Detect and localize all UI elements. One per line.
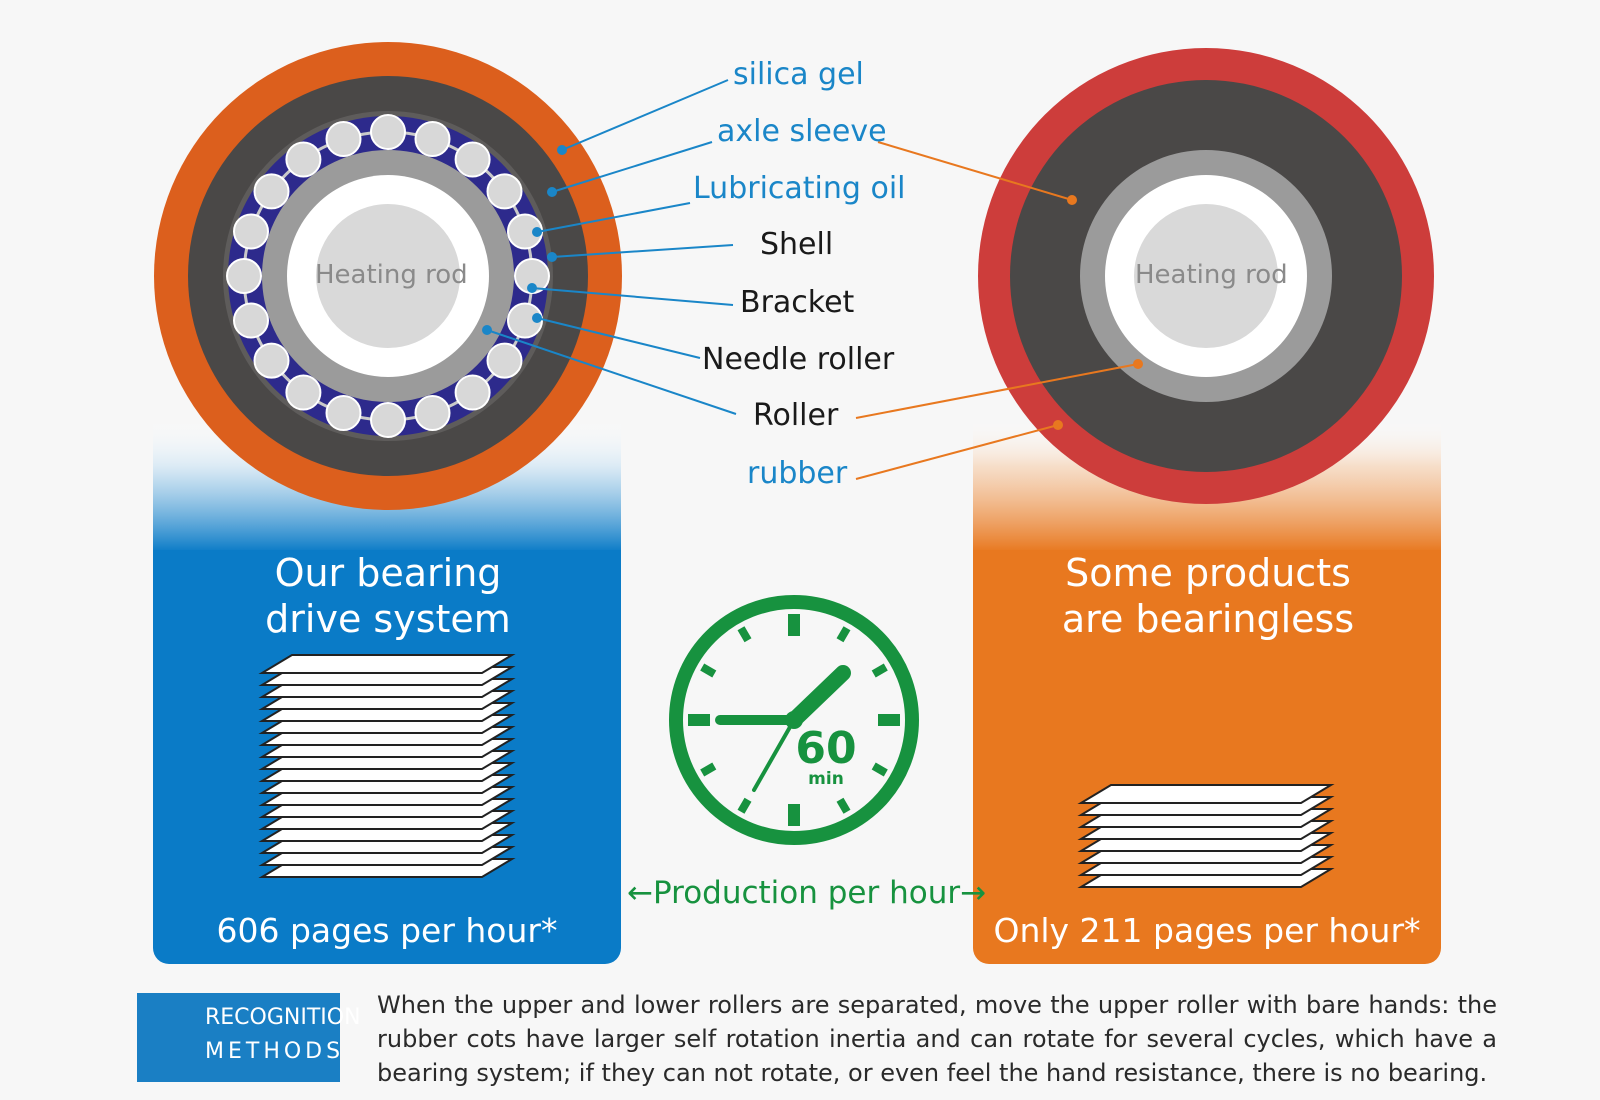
label-rubber: rubber	[747, 456, 848, 491]
needle-ball	[414, 395, 451, 431]
dot	[532, 313, 542, 323]
paper-sheet	[258, 654, 516, 674]
right-panel-output: Only 211 pages per hour*	[993, 911, 1421, 950]
leader-lines	[486, 79, 1139, 480]
clock-unit: min	[808, 769, 844, 789]
dot	[482, 325, 492, 335]
leader-lubricating-oil	[536, 202, 691, 233]
left-panel-topfill	[153, 550, 621, 570]
needle-ball	[454, 374, 491, 411]
paper-stack-211	[1077, 784, 1335, 888]
leader-dots	[482, 145, 1143, 430]
label-lubricating-oil: Lubricating oil	[693, 171, 906, 206]
heating-rod-label-right: Heating rod	[1135, 260, 1288, 290]
needle-ball	[325, 395, 362, 431]
clock-tick	[871, 762, 888, 777]
clock-tick	[737, 626, 752, 643]
needle-ball	[285, 374, 322, 411]
paper-sheet	[1077, 784, 1335, 804]
label-roller: Roller	[753, 398, 839, 433]
needle-ball	[370, 114, 406, 150]
clock-ticks	[688, 614, 900, 826]
paper-stack-606	[258, 654, 516, 878]
recognition-description: When the upper and lower rollers are sep…	[377, 991, 1497, 1087]
leader-shell	[551, 244, 734, 258]
needle-ball	[285, 141, 322, 178]
leader-roller-right	[855, 363, 1139, 419]
dot	[1067, 195, 1077, 205]
needle-ball	[325, 121, 362, 157]
right-panel-title: Some products are bearingless	[1061, 551, 1355, 641]
needle-ball	[486, 342, 523, 379]
badge-line-2: METHODS	[205, 1039, 345, 1064]
needle-ball	[233, 213, 269, 250]
leader-roller	[486, 329, 737, 415]
clock-tick	[836, 626, 851, 643]
dot	[532, 227, 542, 237]
label-silica-gel: silica gel	[733, 57, 864, 92]
leader-axle-sleeve-right	[877, 141, 1073, 201]
left-panel-output: 606 pages per hour*	[216, 911, 558, 950]
needle-ball	[233, 302, 269, 339]
leader-silica-gel	[561, 79, 729, 151]
label-needle-roller: Needle roller	[702, 342, 895, 377]
dot	[1133, 359, 1143, 369]
clock-hand-second	[752, 718, 796, 792]
heating-rod	[316, 204, 460, 348]
right-panel-topfill	[973, 550, 1441, 570]
label-bracket: Bracket	[740, 285, 855, 320]
heating-rod-label-left: Heating rod	[315, 260, 468, 290]
clock-center	[785, 711, 803, 729]
needle-ball	[253, 342, 290, 379]
needle-ball	[454, 141, 491, 178]
dot	[547, 187, 557, 197]
dot	[1053, 420, 1063, 430]
needle-ball	[507, 302, 543, 339]
label-axle-sleeve: axle sleeve	[717, 114, 887, 149]
clock-tick	[700, 762, 717, 777]
bearingless-roller	[978, 48, 1434, 504]
clock-hand-hour	[786, 665, 851, 728]
production-per-hour-label: ←Production per hour→	[627, 875, 987, 911]
dot	[547, 252, 557, 262]
needle-ball	[370, 402, 406, 438]
recognition-methods-badge: RECOGNITION METHODS	[137, 993, 361, 1082]
needle-ball	[226, 258, 262, 294]
badge-line-1: RECOGNITION	[205, 1005, 361, 1030]
needle-ball	[414, 121, 451, 157]
leader-rubber-right	[855, 424, 1059, 480]
needle-ball	[486, 173, 523, 210]
bearing-roller	[154, 42, 622, 510]
leader-bracket	[531, 287, 734, 306]
needle-ball	[253, 173, 290, 210]
leader-needle-roller	[536, 317, 701, 359]
clock-icon: 60 min	[669, 595, 919, 845]
clock-tick	[871, 663, 888, 678]
clock-tick	[737, 797, 752, 814]
clock-face	[669, 595, 919, 845]
needle-roller-balls	[226, 114, 550, 438]
label-shell: Shell	[760, 227, 834, 262]
dot	[527, 283, 537, 293]
heating-rod-right	[1134, 204, 1278, 348]
clock-number: 60	[795, 723, 856, 774]
dot	[557, 145, 567, 155]
leader-axle-sleeve	[551, 141, 713, 193]
clock-tick	[836, 797, 851, 814]
left-panel-title: Our bearing drive system	[265, 551, 511, 641]
clock-tick	[700, 663, 717, 678]
